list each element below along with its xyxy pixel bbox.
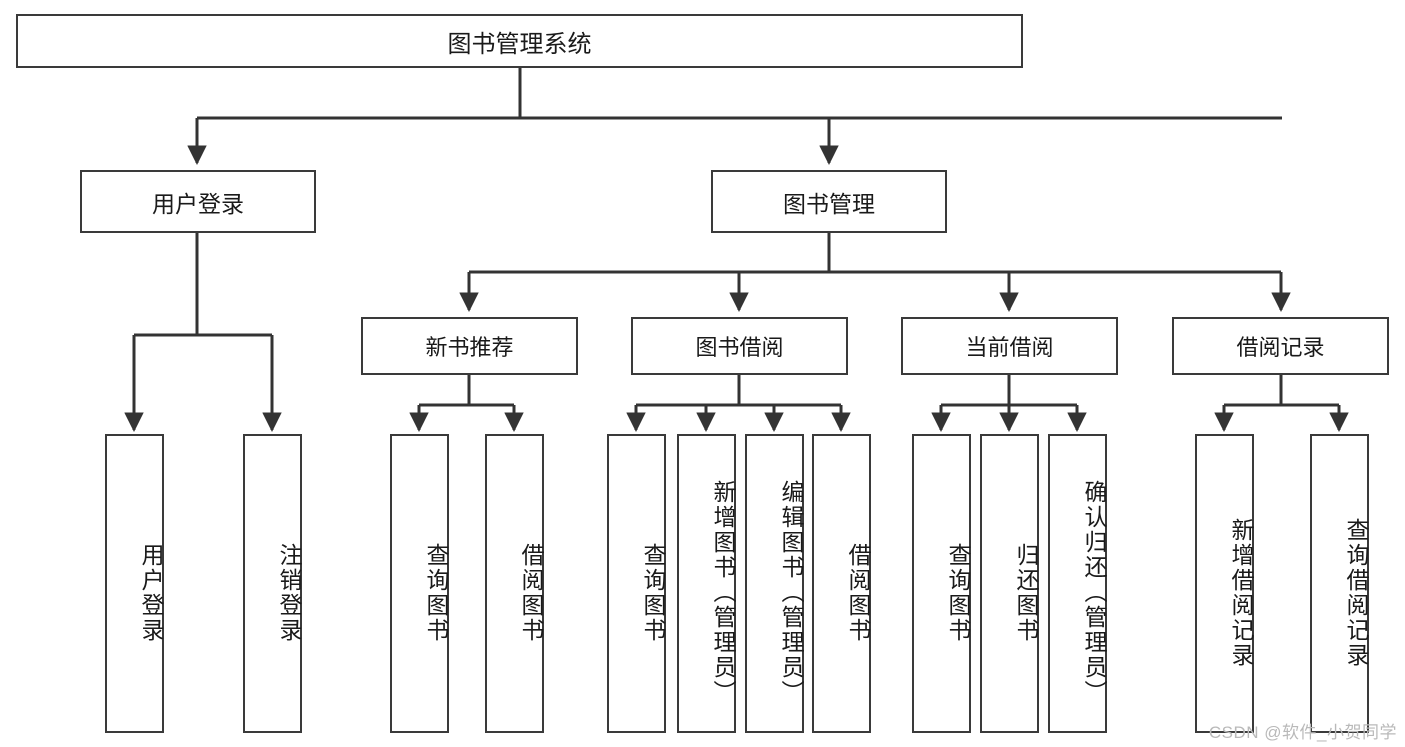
leaf-borrow-book-2[interactable]: 借阅图书 — [812, 434, 871, 733]
csdn-watermark: CSDN @软件_小贺同学 — [1208, 723, 1397, 742]
node-root[interactable]: 图书管理系统 — [16, 14, 1023, 68]
leaf-query-book-3[interactable]: 查询图书 — [912, 434, 971, 733]
leaf-query-record[interactable]: 查询借阅记录 — [1310, 434, 1369, 733]
leaf-logout-login-label: 注销登录 — [276, 542, 302, 643]
node-user-login[interactable]: 用户登录 — [80, 170, 316, 233]
leaf-borrow-book-1-label: 借阅图书 — [518, 542, 544, 643]
leaf-add-book-label: 新增图书（管理员） — [710, 480, 736, 705]
node-borrow-record-label: 借阅记录 — [1236, 335, 1325, 360]
leaf-query-book-2[interactable]: 查询图书 — [607, 434, 666, 733]
leaf-query-book-3-label: 查询图书 — [945, 542, 971, 643]
leaf-return-book[interactable]: 归还图书 — [980, 434, 1039, 733]
node-book-management-label: 图书管理 — [783, 190, 875, 217]
node-borrow-record[interactable]: 借阅记录 — [1172, 317, 1389, 375]
leaf-edit-book-label: 编辑图书（管理员） — [778, 480, 804, 705]
node-new-book-recommend[interactable]: 新书推荐 — [361, 317, 578, 375]
node-book-management[interactable]: 图书管理 — [711, 170, 947, 233]
leaf-query-book-1-label: 查询图书 — [423, 542, 449, 643]
node-current-borrow[interactable]: 当前借阅 — [901, 317, 1118, 375]
leaf-add-record[interactable]: 新增借阅记录 — [1195, 434, 1254, 733]
leaf-confirm-return[interactable]: 确认归还（管理员） — [1048, 434, 1107, 733]
node-current-borrow-label: 当前借阅 — [965, 335, 1054, 360]
leaf-edit-book[interactable]: 编辑图书（管理员） — [745, 434, 804, 733]
node-book-borrow-label: 图书借阅 — [695, 335, 784, 360]
leaf-return-book-label: 归还图书 — [1013, 542, 1039, 643]
leaf-query-book-2-label: 查询图书 — [640, 542, 666, 643]
leaf-borrow-book-1[interactable]: 借阅图书 — [485, 434, 544, 733]
node-user-login-label: 用户登录 — [152, 190, 244, 217]
leaf-query-book-1[interactable]: 查询图书 — [390, 434, 449, 733]
node-root-label: 图书管理系统 — [447, 30, 592, 58]
leaf-query-record-label: 查询借阅记录 — [1343, 517, 1369, 668]
leaf-add-record-label: 新增借阅记录 — [1228, 517, 1254, 668]
leaf-add-book[interactable]: 新增图书（管理员） — [677, 434, 736, 733]
leaf-logout-login[interactable]: 注销登录 — [243, 434, 302, 733]
node-book-borrow[interactable]: 图书借阅 — [631, 317, 848, 375]
leaf-user-login[interactable]: 用户登录 — [105, 434, 164, 733]
node-new-book-recommend-label: 新书推荐 — [425, 335, 514, 360]
leaf-user-login-label: 用户登录 — [138, 542, 164, 643]
leaf-borrow-book-2-label: 借阅图书 — [845, 542, 871, 643]
leaf-confirm-return-label: 确认归还（管理员） — [1081, 480, 1107, 705]
